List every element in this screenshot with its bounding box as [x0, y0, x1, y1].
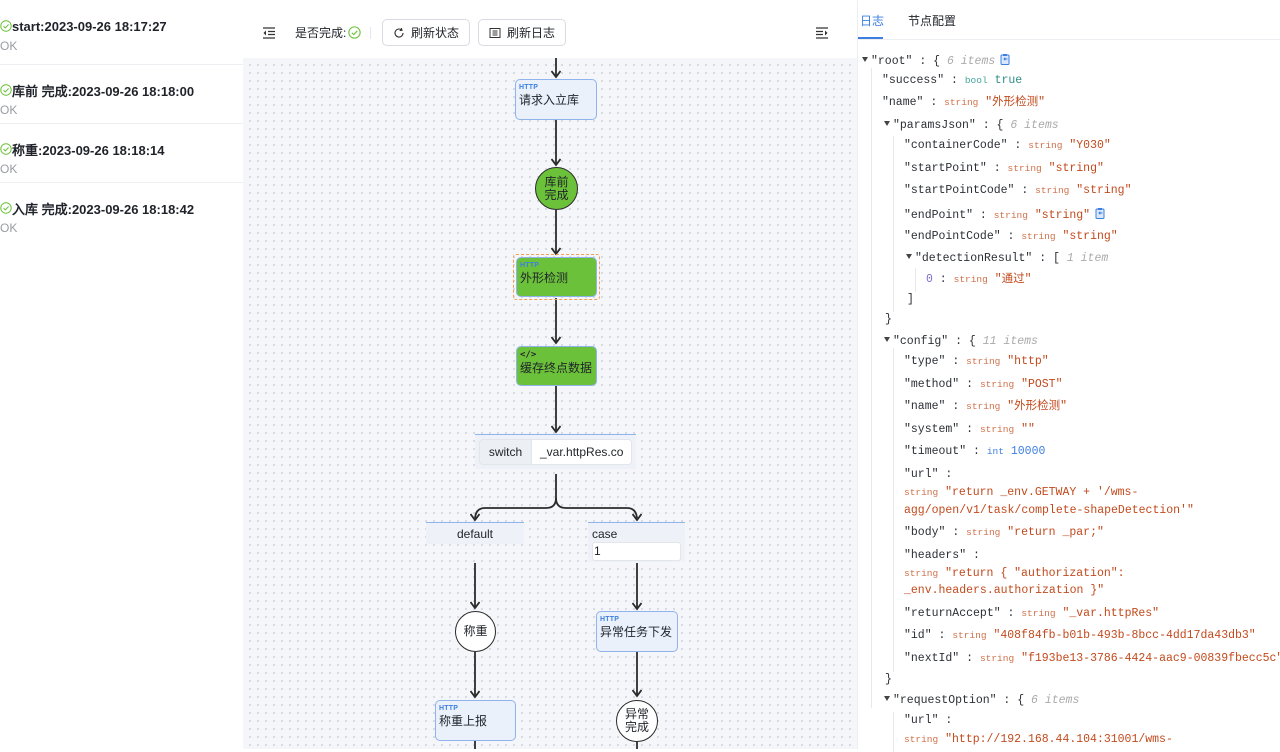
flow-node-request-inbound[interactable]: HTTP 请求入立库	[515, 79, 597, 120]
branch-case[interactable]: case 1	[588, 522, 685, 562]
indent-guide	[871, 68, 872, 708]
log-status: OK	[0, 103, 18, 117]
check-circle-icon	[0, 20, 12, 32]
json-line: "nextId" : string "f193be13-3786-4424-aa…	[904, 652, 1280, 665]
json-line: "headers" :	[904, 549, 980, 562]
tab-log[interactable]: 日志	[860, 14, 885, 28]
json-line: "endPoint" : string "string"	[904, 207, 1106, 223]
check-circle-icon	[0, 84, 12, 96]
tab-bar: 日志 节点配置	[858, 0, 1280, 40]
log-item[interactable]: 库前 完成:2023-09-26 18:18:00 OK	[0, 65, 243, 124]
log-status: OK	[0, 162, 18, 176]
json-line: "name" : string "外形检测"	[904, 400, 1068, 413]
flow-canvas[interactable]: HTTP 请求入立库 库前完成 HTTP 外形检测 </> 缓存终点数据 swi…	[243, 58, 857, 749]
indent-guide	[915, 268, 916, 292]
check-circle-icon	[0, 202, 12, 214]
execution-log-list: start:2023-09-26 18:17:27 OK 库前 完成:2023-…	[0, 0, 243, 749]
caret-down-icon	[884, 121, 890, 126]
json-line: string "return { "authorization":	[904, 567, 1125, 580]
edge	[475, 474, 557, 520]
case-value-input[interactable]: 1	[592, 542, 681, 561]
refresh-log-button[interactable]: 刷新日志	[478, 19, 566, 46]
branch-default[interactable]: default	[426, 522, 524, 544]
edge	[555, 497, 637, 520]
json-line: "startPointCode" : string "string"	[904, 184, 1132, 197]
log-title: 入库 完成:2023-09-26 18:18:42	[12, 201, 195, 217]
caret-down-icon	[906, 254, 912, 259]
json-line: "endPointCode" : string "string"	[904, 230, 1118, 243]
log-item[interactable]: 称重:2023-09-26 18:18:14 OK	[0, 124, 243, 183]
json-line: 0 : string "通过"	[926, 273, 1032, 286]
detail-panel: 日志 节点配置 "root" : { 6 items "success" : b…	[857, 0, 1280, 752]
json-line: "timeout" : int 10000	[904, 445, 1046, 458]
copy-icon[interactable]	[999, 53, 1011, 65]
log-title: 称重:2023-09-26 18:18:14	[12, 142, 165, 158]
json-node-detectionResult[interactable]: "detectionResult" : [ 1 item	[906, 252, 1108, 266]
log-status: OK	[0, 39, 18, 53]
switch-label: switch	[480, 440, 532, 464]
caret-down-icon	[884, 337, 890, 342]
tab-node-config[interactable]: 节点配置	[908, 14, 957, 28]
flow-node-weigh-report[interactable]: HTTP 称重上报	[435, 700, 516, 741]
log-title: start:2023-09-26 18:17:27	[12, 18, 167, 34]
active-tab-indicator	[858, 37, 883, 39]
indent-right-icon[interactable]	[814, 25, 830, 41]
switch-node[interactable]: switch _var.httpRes.co	[475, 434, 636, 469]
json-bracket: }	[885, 673, 892, 686]
caret-down-icon	[862, 57, 868, 62]
log-item[interactable]: start:2023-09-26 18:17:27 OK	[0, 0, 243, 65]
json-line: string "http://192.168.44.104:31001/wms-	[904, 733, 1173, 746]
switch-expression-input[interactable]: _var.httpRes.co	[532, 440, 631, 464]
flow-node-shape-detection[interactable]: HTTP 外形检测	[516, 257, 597, 297]
refresh-icon	[394, 27, 404, 38]
json-line: _env.headers.authorization }"	[904, 584, 1105, 597]
log-status: OK	[0, 221, 18, 235]
check-circle-icon	[0, 143, 12, 155]
selection-outline	[513, 254, 600, 300]
json-line: "id" : string "408f84fb-b01b-493b-8bcc-4…	[904, 629, 1256, 642]
json-line: "system" : string ""	[904, 423, 1035, 436]
toolbar: 是否完成: 刷新状态 刷新日志	[243, 0, 857, 58]
copy-icon[interactable]	[1094, 207, 1106, 219]
completion-label: 是否完成:	[295, 26, 347, 40]
json-node-paramsJson[interactable]: "paramsJson" : { 6 items	[884, 119, 1059, 133]
divider	[370, 27, 371, 39]
json-node-config[interactable]: "config" : { 11 items	[884, 335, 1038, 349]
json-line: "body" : string "return _par;"	[904, 526, 1104, 539]
json-line: "returnAccept" : string "_var.httpRes"	[904, 607, 1160, 620]
json-line: "name" : string "外形检测"	[882, 96, 1046, 109]
caret-down-icon	[884, 696, 890, 701]
log-title: 库前 完成:2023-09-26 18:18:00	[12, 83, 195, 99]
json-line: agg/open/v1/task/complete-shapeDetection…	[904, 504, 1194, 517]
json-line: "type" : string "http"	[904, 355, 1049, 368]
json-line: "success" : bool true	[882, 74, 1023, 87]
json-bracket: ]	[907, 293, 914, 306]
indent-guide	[893, 136, 894, 312]
indent-guide	[893, 348, 894, 672]
flow-node-weigh[interactable]: 称重	[455, 611, 496, 652]
completion-status: 是否完成:	[295, 24, 362, 41]
flow-node-exception-done[interactable]: 异常完成	[616, 700, 658, 742]
json-line: "startPoint" : string "string"	[904, 162, 1104, 175]
json-line: "method" : string "POST"	[904, 378, 1063, 391]
json-line: "url" :	[904, 714, 953, 727]
flow-node-pre-store-done[interactable]: 库前完成	[535, 167, 578, 210]
flow-node-exception-dispatch[interactable]: HTTP 异常任务下发	[596, 611, 678, 652]
code-icon: </>	[520, 350, 537, 360]
indent-left-icon[interactable]	[261, 25, 277, 41]
json-bracket: }	[885, 313, 892, 326]
json-line: "containerCode" : string "Y030"	[904, 139, 1111, 152]
flow-node-cache-endpoint[interactable]: </> 缓存终点数据	[516, 346, 597, 386]
json-node-root[interactable]: "root" : { 6 items	[862, 53, 1011, 69]
refresh-status-button[interactable]: 刷新状态	[382, 19, 470, 46]
json-line: string "return _env.GETWAY + '/wms-	[904, 486, 1139, 499]
flow-edges	[243, 58, 857, 749]
json-node-requestOption[interactable]: "requestOption" : { 6 items	[884, 694, 1079, 708]
list-icon	[489, 27, 501, 38]
indent-guide	[893, 712, 894, 752]
check-circle-icon	[348, 26, 362, 39]
log-item[interactable]: 入库 完成:2023-09-26 18:18:42 OK	[0, 183, 243, 242]
json-line: "url" :	[904, 468, 953, 481]
